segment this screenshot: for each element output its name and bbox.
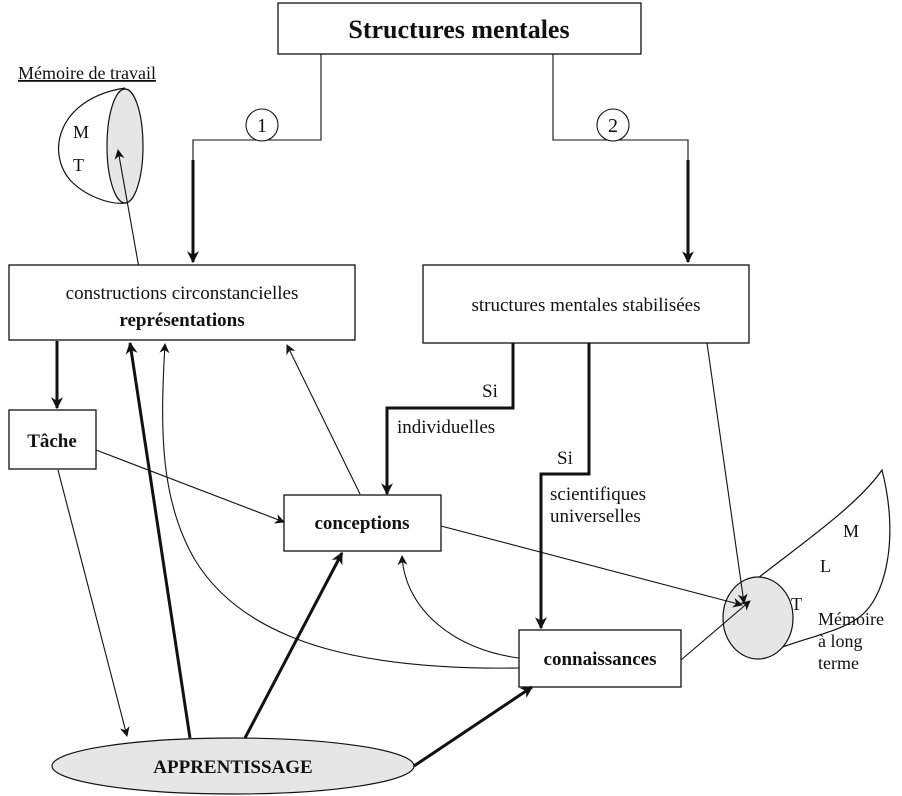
condition-individuelles: individuelles: [397, 417, 495, 438]
long-term-memory-label-line1: Mémoire: [818, 609, 884, 629]
arrow-apprentissage-to-conceptions: [243, 551, 344, 739]
arrow-conceptions-to-representations: [286, 344, 361, 495]
condition-si-1: Si: [482, 381, 498, 402]
conceptions-box: conceptions: [283, 494, 442, 552]
condition-si-2: Si: [557, 448, 573, 469]
arrow-tache-to-conceptions: [95, 449, 285, 524]
long-term-memory-label-line3: terme: [818, 653, 859, 673]
arrow-apprentissage-to-representations: [125, 341, 192, 739]
structures-stabilisees-box: structures mentales stabilisées: [422, 264, 750, 344]
structures-stabilisees-label: structures mentales stabilisées: [472, 295, 701, 316]
representations-line2: représentations: [119, 310, 244, 331]
long-term-memory: M L T Mémoire à long terme: [722, 468, 891, 673]
arrow-representations-to-working-memory: [114, 149, 140, 269]
apprentissage-label: APPRENTISSAGE: [153, 757, 312, 778]
connaissances-box: connaissances: [518, 629, 682, 688]
tache-box: Tâche: [8, 409, 97, 470]
arrow-connaissances-to-conceptions: [397, 555, 520, 659]
long-term-memory-letter-t: T: [791, 594, 802, 614]
working-memory: Mémoire de travail M T: [18, 63, 156, 204]
representations-box: constructions circonstancielles représen…: [8, 264, 356, 341]
apprentissage-ellipse: APPRENTISSAGE: [51, 737, 415, 795]
working-memory-letter-t: T: [73, 155, 84, 175]
path-individuelles: Si individuelles: [381, 343, 515, 496]
arrow-tache-to-apprentissage: [57, 469, 130, 737]
long-term-memory-label-line2: à long: [818, 631, 863, 651]
long-term-memory-letter-m: M: [843, 521, 859, 541]
condition-universelles: universelles: [550, 506, 641, 527]
arrow-connaissances-to-long-term-memory: [680, 600, 751, 661]
working-memory-letter-m: M: [73, 122, 89, 142]
tache-label: Tâche: [27, 431, 77, 452]
path-number-2: 2: [608, 115, 618, 137]
path-1-connector: 1: [187, 54, 322, 264]
arrow-connaissances-to-representations: [159, 343, 520, 669]
arrow-apprentissage-to-connaissances: [413, 685, 533, 768]
representations-line1: constructions circonstancielles: [66, 283, 299, 304]
long-term-memory-letter-l: L: [820, 556, 831, 576]
conceptions-label: conceptions: [315, 513, 410, 534]
arrow-conceptions-to-long-term-memory: [440, 525, 743, 608]
condition-scientifiques: scientifiques: [550, 484, 646, 505]
title-box: Structures mentales: [277, 2, 642, 55]
path-scientifiques: Si scientifiques universelles: [535, 343, 646, 630]
diagram-title: Structures mentales: [348, 15, 569, 44]
path-number-1: 1: [257, 115, 267, 137]
arrow-stabilisees-to-long-term-memory: [706, 342, 748, 604]
working-memory-label: Mémoire de travail: [18, 63, 156, 83]
path-2-connector: 2: [552, 54, 694, 264]
connaissances-label: connaissances: [544, 649, 657, 670]
